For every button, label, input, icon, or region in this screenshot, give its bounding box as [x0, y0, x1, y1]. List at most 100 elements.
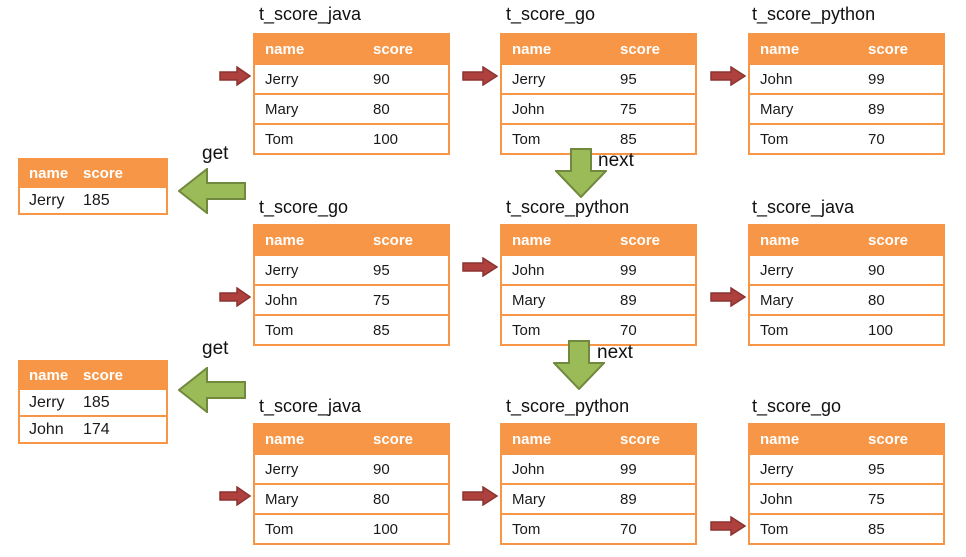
cell-score: 100 [373, 520, 399, 538]
table-header-row: name score [255, 425, 448, 453]
cell-name: Mary [512, 490, 546, 508]
cell-score: 85 [373, 321, 390, 339]
column-header-name: name [29, 164, 69, 182]
cell-name: John [512, 460, 545, 478]
table-header-row: name score [502, 425, 695, 453]
column-header-score: score [373, 430, 414, 448]
table-header-row: name score [502, 35, 695, 63]
cell-name: Jerry [512, 70, 546, 88]
table-t-score-python-step2: name score John 99 Mary 89 Tom 70 [500, 224, 697, 346]
table-row: Jerry 185 [20, 388, 166, 415]
table-row: Jerry 90 [750, 254, 943, 284]
cell-name: John [512, 100, 545, 118]
cell-name: Mary [512, 291, 546, 309]
cell-score: 70 [620, 520, 637, 538]
table-row: Mary 80 [255, 93, 448, 123]
cell-name: Jerry [760, 460, 794, 478]
row-pointer-arrow-icon [462, 66, 498, 86]
row-pointer-arrow-icon [710, 66, 746, 86]
table-header-row: name score [20, 362, 166, 388]
table-row: Mary 89 [750, 93, 943, 123]
next-arrow-icon [555, 148, 607, 198]
table-header-row: name score [20, 160, 166, 186]
table-t-score-java-step3: name score Jerry 90 Mary 80 Tom 100 [253, 423, 450, 545]
table-row: John 174 [20, 415, 166, 442]
table-t-score-python-step1: name score John 99 Mary 89 Tom 70 [748, 33, 945, 155]
column-header-score: score [620, 40, 661, 58]
table-row: Tom 85 [750, 513, 943, 543]
cell-score: 99 [868, 70, 885, 88]
table-row: Jerry 90 [255, 453, 448, 483]
cell-name: John [265, 291, 298, 309]
table-row: Tom 100 [255, 123, 448, 153]
table-row: Jerry 185 [20, 186, 166, 213]
row-pointer-arrow-icon [462, 486, 498, 506]
cell-score: 95 [620, 70, 637, 88]
table-row: Mary 89 [502, 284, 695, 314]
cell-name: John [512, 261, 545, 279]
get-label: get [202, 143, 229, 164]
cell-name: Jerry [265, 70, 299, 88]
column-header-name: name [760, 40, 800, 58]
table-row: John 75 [502, 93, 695, 123]
table-title: t_score_python [506, 197, 630, 217]
table-row: John 75 [255, 284, 448, 314]
column-header-score: score [373, 40, 414, 58]
cell-name: Tom [265, 520, 294, 538]
table-title: t_score_java [259, 396, 362, 416]
column-header-name: name [512, 231, 552, 249]
column-header-name: name [512, 40, 552, 58]
cell-score: 89 [620, 291, 637, 309]
cell-score: 174 [83, 420, 110, 438]
cell-score: 100 [373, 130, 399, 148]
next-arrow-icon [553, 340, 605, 390]
table-header-row: name score [502, 226, 695, 254]
cell-name: Tom [512, 130, 541, 148]
column-header-score: score [868, 231, 909, 249]
table-row: Tom 100 [255, 513, 448, 543]
cell-score: 85 [620, 130, 637, 148]
get-label: get [202, 338, 229, 359]
table-row: Jerry 95 [750, 453, 943, 483]
cell-score: 80 [373, 490, 390, 508]
table-header-row: name score [750, 226, 943, 254]
cell-name: Tom [760, 130, 789, 148]
cell-name: Tom [760, 520, 789, 538]
table-header-row: name score [750, 35, 943, 63]
table-header-row: name score [255, 35, 448, 63]
next-label: next [598, 150, 634, 171]
cell-name: Tom [760, 321, 789, 339]
cell-name: Jerry [29, 191, 65, 209]
table-title: t_score_go [259, 197, 349, 217]
column-header-name: name [760, 430, 800, 448]
table-t-score-java-step1: name score Jerry 90 Mary 80 Tom 100 [253, 33, 450, 155]
table-title: t_score_go [506, 4, 596, 24]
cell-name: Tom [265, 130, 294, 148]
cell-score: 80 [868, 291, 885, 309]
row-pointer-arrow-icon [710, 516, 746, 536]
table-row: Tom 85 [255, 314, 448, 344]
cell-name: John [760, 70, 793, 88]
cell-score: 75 [373, 291, 390, 309]
row-pointer-arrow-icon [462, 257, 498, 277]
column-header-name: name [512, 430, 552, 448]
cell-name: Jerry [265, 460, 299, 478]
result-table-1: name score Jerry 185 [18, 158, 168, 215]
cell-score: 95 [868, 460, 885, 478]
table-row: Jerry 90 [255, 63, 448, 93]
next-label: next [597, 342, 633, 363]
table-row: Tom 70 [502, 513, 695, 543]
table-row: Jerry 95 [255, 254, 448, 284]
table-row: John 99 [502, 254, 695, 284]
column-header-name: name [265, 231, 305, 249]
table-title: t_score_python [506, 396, 630, 416]
cell-score: 80 [373, 100, 390, 118]
table-row: Jerry 95 [502, 63, 695, 93]
cell-name: Mary [760, 100, 794, 118]
row-pointer-arrow-icon [219, 66, 251, 86]
cell-name: Jerry [760, 261, 794, 279]
column-header-name: name [29, 366, 69, 384]
table-title: t_score_java [259, 4, 362, 24]
table-header-row: name score [255, 226, 448, 254]
column-header-score: score [373, 231, 414, 249]
